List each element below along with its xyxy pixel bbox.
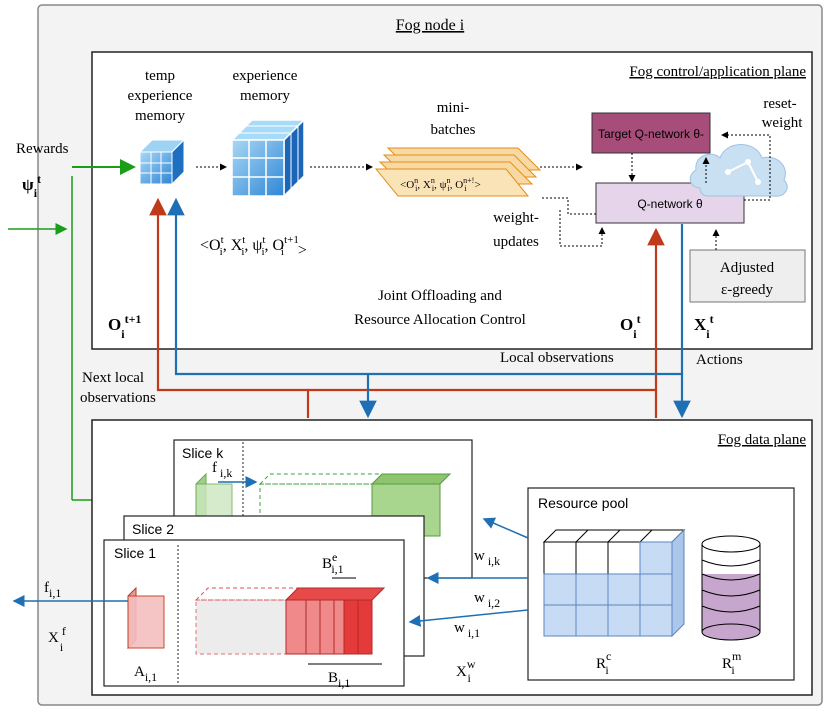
q-network-label: Q-network θ (637, 197, 703, 211)
joint-control-label-2: Resource Allocation Control (354, 312, 526, 328)
minibatches-label-1: mini- (437, 100, 470, 116)
joint-control-label-1: Joint Offloading and (378, 288, 502, 304)
next-local-observations-label-1: Next local (82, 370, 144, 386)
actions-symbol: Xit (694, 312, 714, 341)
reset-weight-label-1: reset- (763, 96, 796, 112)
rewards-label: Rewards (16, 141, 69, 157)
slice-1-label: Slice 1 (114, 545, 156, 561)
adjusted-greedy-box (689, 249, 806, 303)
cloud-network-icon (689, 144, 788, 197)
target-q-network-box (591, 112, 711, 154)
slice-k-label: Slice k (182, 445, 224, 461)
reset-weight-label-2: weight (762, 115, 804, 131)
temp-memory-label-2: experience (128, 88, 193, 104)
actions-label: Actions (696, 352, 743, 368)
target-q-network-label: Target Q-network θ- (598, 127, 704, 141)
minibatches-stack (374, 147, 542, 197)
weight-updates-label-1: weight- (493, 210, 539, 226)
local-observations-label: Local observations (500, 350, 614, 366)
temp-memory-cube-icon (138, 138, 186, 186)
adjusted-greedy-label-2: ε-greedy (721, 282, 774, 298)
temp-memory-label-3: memory (135, 108, 185, 124)
resource-pool-label: Resource pool (538, 495, 628, 511)
minibatches-label-2: batches (431, 122, 476, 138)
slice-2-label: Slice 2 (132, 521, 174, 537)
slice-1-blocks (127, 586, 386, 655)
weight-updates-label-2: updates (493, 234, 539, 250)
rewards-symbol: ψit (22, 172, 41, 200)
experience-memory-label-2: memory (240, 88, 290, 104)
cpu-grid-icon (542, 528, 686, 638)
temp-memory-label-1: temp (145, 68, 175, 84)
memory-database-icon (701, 535, 761, 641)
experience-memory-label-1: experience (233, 68, 298, 84)
fog-node-title: Fog node i (396, 17, 465, 34)
control-plane-title: Fog control/application plane (629, 64, 806, 80)
next-local-observations-label-2: observations (80, 390, 156, 406)
experience-memory-cube-icon (230, 118, 306, 198)
data-plane-title: Fog data plane (718, 432, 807, 448)
adjusted-greedy-label-1: Adjusted (720, 260, 775, 276)
